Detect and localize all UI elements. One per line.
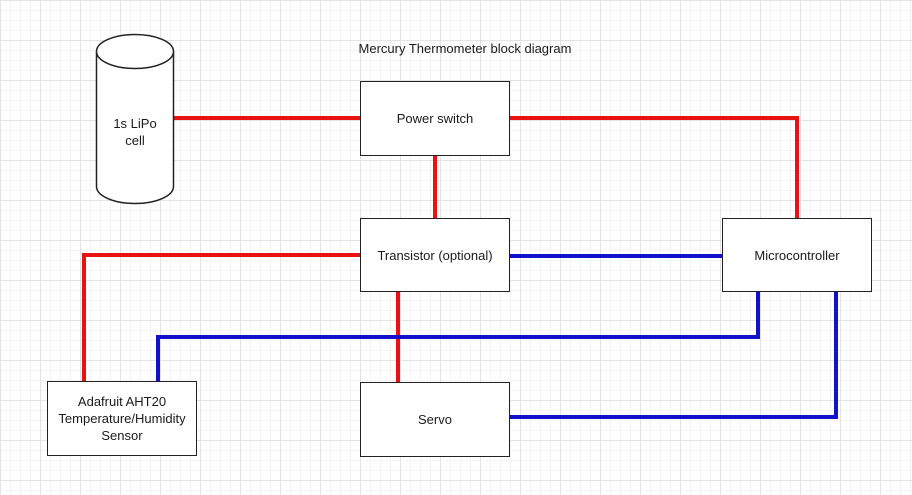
wire-powerswitch-to-microcontroller[interactable] (508, 116, 799, 120)
wire-lipo-to-powerswitch[interactable] (173, 116, 362, 120)
power-switch-label: Power switch (396, 111, 474, 126)
wire-microcontroller-to-servo[interactable] (508, 415, 838, 419)
aht20-sensor-shape[interactable]: Adafruit AHT20 Temperature/Humidity Sens… (47, 381, 197, 456)
cylinder-outline (95, 33, 175, 205)
microcontroller-shape[interactable]: Microcontroller (722, 218, 872, 292)
diagram-title[interactable]: Mercury Thermometer block diagram (358, 41, 572, 56)
lipo-cell-label: 1s LiPo cell (113, 116, 157, 148)
wire-microcontroller-to-sensor[interactable] (756, 290, 760, 339)
lipo-cell-shape[interactable]: 1s LiPo cell (95, 33, 175, 205)
wire-powerswitch-to-microcontroller[interactable] (795, 116, 799, 221)
wire-transistor-to-sensor[interactable] (82, 253, 86, 383)
servo-shape[interactable]: Servo (360, 382, 510, 457)
wire-transistor-to-sensor[interactable] (82, 253, 362, 257)
servo-label: Servo (418, 412, 452, 427)
microcontroller-label: Microcontroller (754, 247, 840, 263)
wire-transistor-to-microcontroller[interactable] (508, 254, 724, 258)
wire-microcontroller-to-servo[interactable] (834, 290, 838, 419)
wire-microcontroller-to-sensor[interactable] (156, 335, 760, 339)
transistor-shape[interactable]: Transistor (optional) (360, 218, 510, 292)
wire-powerswitch-to-transistor[interactable] (433, 154, 437, 220)
power-switch-shape[interactable]: Power switch (360, 81, 510, 156)
wire-microcontroller-to-sensor[interactable] (156, 335, 160, 383)
transistor-label: Transistor (optional) (377, 247, 493, 263)
aht20-sensor-label: Adafruit AHT20 Temperature/Humidity Sens… (58, 394, 186, 443)
